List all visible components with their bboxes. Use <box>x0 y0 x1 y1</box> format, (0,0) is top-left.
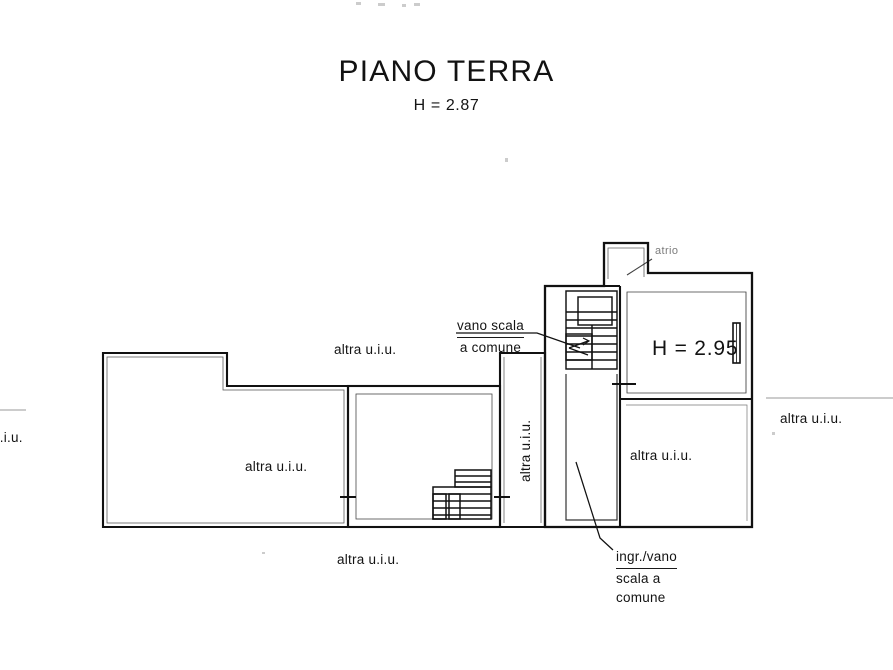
left-room-inner-offset <box>106 356 345 524</box>
threshold-marks <box>340 383 636 498</box>
leader-line-ingresso <box>575 461 614 551</box>
upper-right-room-inner-offset <box>626 291 747 394</box>
communal-stairwell <box>565 290 618 370</box>
ingress-strip-outline <box>565 374 618 521</box>
left-room-outline <box>101 351 350 529</box>
central-corridor-inner-offset <box>503 357 542 523</box>
right-block-internal-walls <box>545 284 752 527</box>
scan-artifacts <box>262 2 775 554</box>
door-opening-right-wall <box>732 322 741 364</box>
entrance-protrusion-inner-offset <box>607 247 645 279</box>
leader-line-atrio <box>626 258 653 276</box>
leader-line-vano-scala <box>456 332 581 349</box>
lower-right-room-inner-offset <box>626 404 748 521</box>
right-block-outline <box>543 241 754 529</box>
middle-room-staircase <box>432 469 492 520</box>
boundary-hint-lines <box>0 397 893 411</box>
middle-room-outline <box>346 384 502 529</box>
middle-room-inner-offset <box>355 393 493 520</box>
central-corridor-outline <box>498 351 547 529</box>
